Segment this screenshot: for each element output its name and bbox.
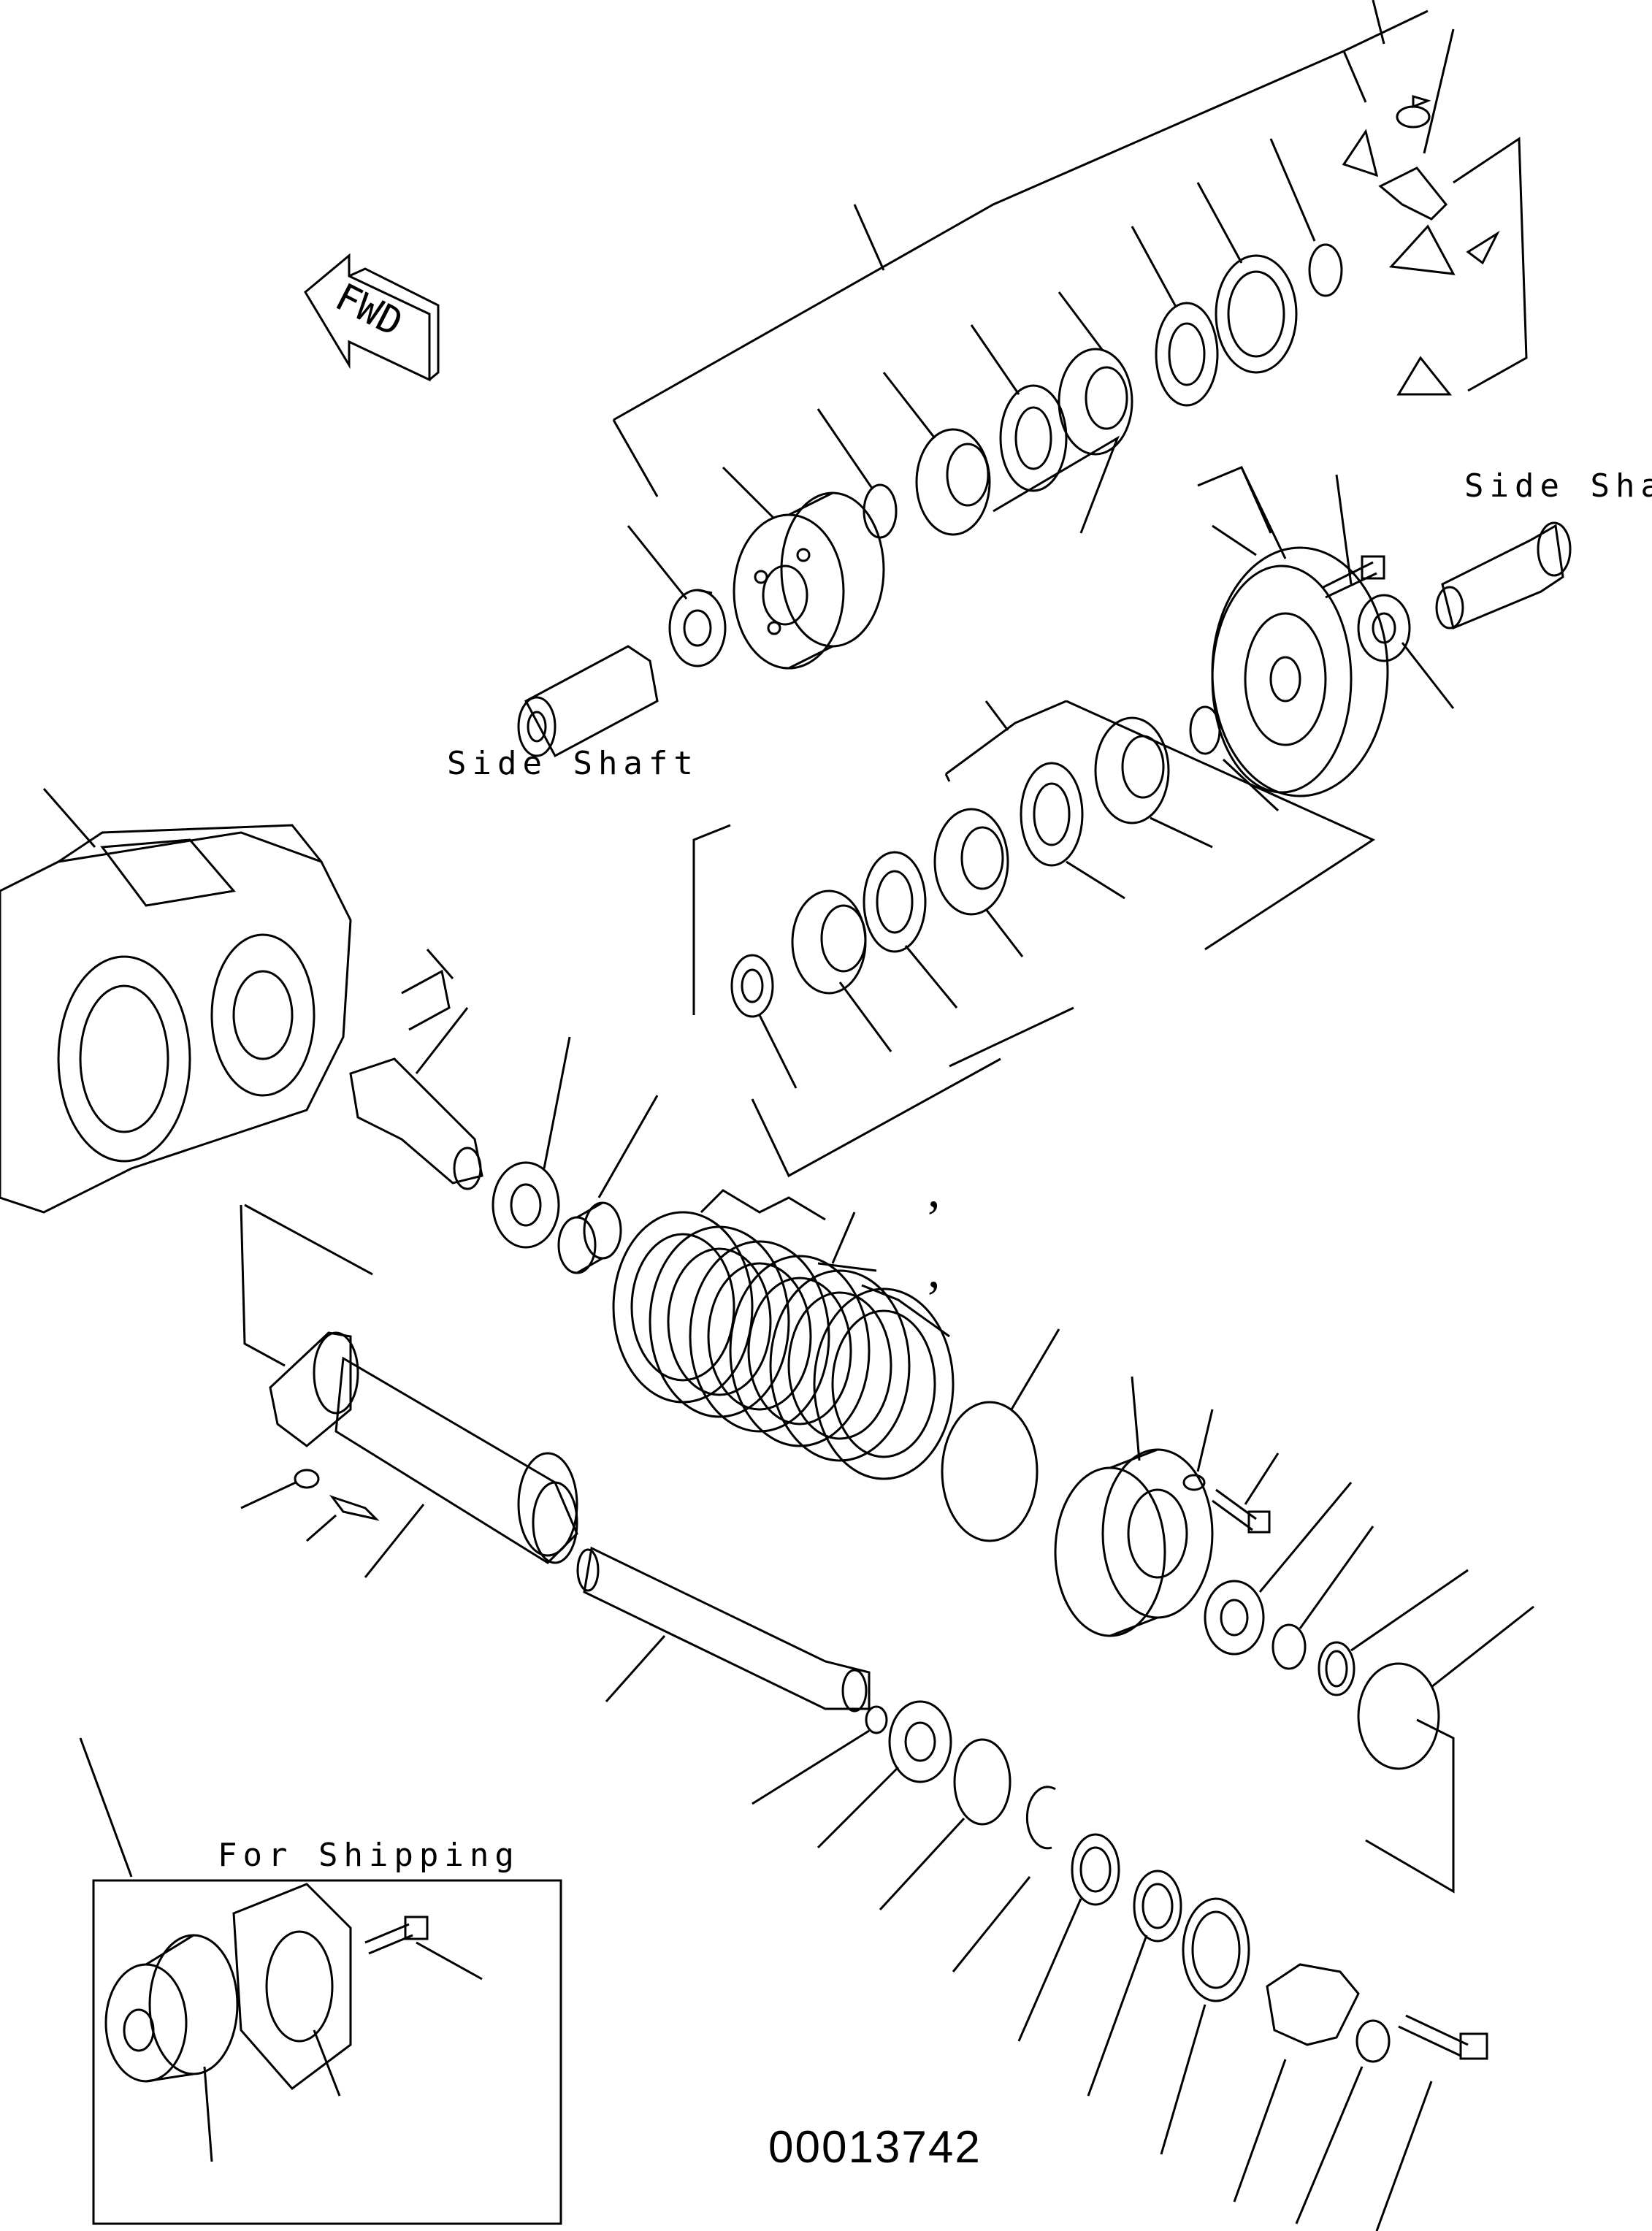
part-yoke — [1233, 1963, 1360, 2203]
part-diff-case-top — [722, 466, 885, 670]
part-side-shaft-left — [517, 645, 659, 758]
part-bearing-top-left — [627, 525, 727, 667]
part-hub-seal — [1318, 1569, 1469, 1696]
part-input-pinion — [349, 949, 483, 1190]
part-axle-tube — [240, 1203, 578, 1578]
part-lower-spacer — [879, 1738, 1012, 1911]
for-shipping-box — [79, 1737, 562, 2225]
part-ring-gear — [1197, 466, 1389, 797]
part-hub-ring — [1271, 1526, 1374, 1670]
side-shaft-label-top: Side Shaft — [1464, 467, 1652, 505]
part-lower-collar — [1017, 1833, 1120, 2042]
part-carrier-hub — [1054, 1376, 1214, 1637]
part-drive-shaft — [576, 1546, 871, 1713]
part-washer-bottom — [1295, 2019, 1391, 2224]
part-brake-discs — [612, 1189, 955, 1480]
tick-mark-2: , — [928, 1242, 941, 1298]
part-bolt-bottom — [1375, 2014, 1488, 2231]
part-lower-snap-ring — [952, 1786, 1056, 1972]
part-pinion-gears — [1342, 94, 1500, 396]
part-lower-seal — [1087, 1870, 1182, 2097]
for-shipping-label: For Shipping — [218, 1837, 520, 1874]
part-lower-bearing — [817, 1700, 952, 1849]
part-side-shaft-right — [1435, 521, 1572, 630]
part-input-bearing — [492, 1036, 571, 1249]
top-bracket — [612, 0, 1528, 497]
part-snap-ring-top — [817, 408, 898, 539]
part-o-ring-mid — [941, 1328, 1060, 1542]
part-input-collar — [557, 1095, 659, 1274]
part-plates-top — [882, 138, 1343, 536]
part-lower-ball — [752, 1705, 888, 1805]
side-shaft-label-left: Side Shaft — [447, 745, 699, 782]
part-hub-bearing — [1204, 1482, 1353, 1656]
tick-mark-1: , — [928, 1162, 941, 1218]
fwd-arrow-icon — [304, 253, 440, 382]
part-axle-housing — [0, 788, 352, 1214]
part-lower-oil-seal — [1160, 1897, 1250, 2155]
part-mid-plates — [730, 705, 1280, 1089]
mid-bracket — [692, 700, 1376, 1178]
part-o-ring-right — [1357, 1605, 1534, 1894]
part-hub-bolt — [1212, 1453, 1280, 1534]
part-bearing-right — [1357, 594, 1455, 709]
part-number: 00013742 — [768, 2122, 982, 2173]
part-bolt-ring — [1321, 474, 1385, 599]
